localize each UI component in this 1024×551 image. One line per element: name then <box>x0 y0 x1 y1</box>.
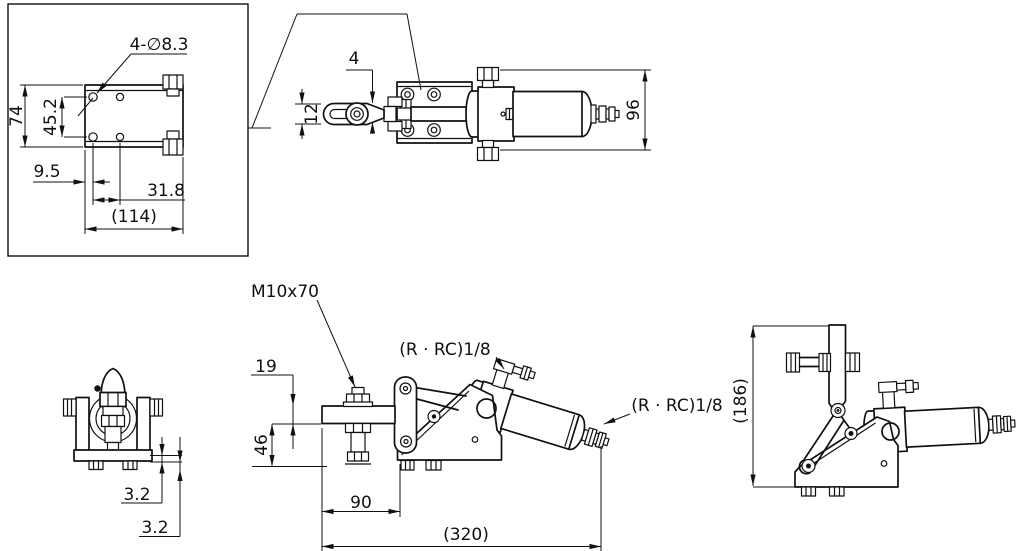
pivot-boss-front <box>476 398 497 419</box>
spindle-stack-end <box>99 391 127 456</box>
detail-view: 74 45.2 9.5 31.8 (114) <box>7 3 249 257</box>
plate-bolt-top <box>162 74 184 97</box>
end-fitting-side <box>987 415 1016 434</box>
side-bolt-right <box>149 398 164 417</box>
dim-9-5-label: 9.5 <box>33 162 60 182</box>
detail-frame <box>7 3 249 257</box>
toggle-link-front <box>393 376 418 454</box>
dim-pad-left: 3.2 <box>121 437 182 505</box>
dim-114-label: (114) <box>111 207 157 227</box>
dim-hole-offset: 9.5 <box>33 162 110 185</box>
trunnion-bolt-top <box>476 66 500 89</box>
hole-callout: 4-∅8.3 <box>77 35 189 117</box>
dim-plate-width: (114) <box>85 207 183 232</box>
air-port-end-label: (R · RC)1/8 <box>631 396 722 416</box>
dim-arm-offset: 19 <box>251 357 296 449</box>
trunnion-bolt-bottom <box>476 139 500 162</box>
air-port-end-callout: (R · RC)1/8 <box>603 396 723 425</box>
elbow-fitting-side <box>877 379 919 409</box>
air-port-top-callout: (R · RC)1/8 <box>399 340 505 370</box>
clamp-body-side <box>794 416 899 488</box>
side-plate-left <box>75 396 90 457</box>
cylinder-top <box>465 66 620 162</box>
plate-bolt-bottom <box>162 130 184 156</box>
dim-hole-pitch-h: 31.8 <box>93 181 185 203</box>
end-fitting-front <box>580 427 610 449</box>
dim-90-label: 90 <box>350 493 372 513</box>
top-view: 4 12 96 <box>295 13 651 162</box>
dim-96-label: 96 <box>624 99 644 121</box>
swivel-knob <box>345 102 369 126</box>
spindle-callout-label: M10x70 <box>251 282 319 302</box>
foot-bolts-front <box>400 459 442 471</box>
dim-open-height: (186) <box>731 325 829 488</box>
dim-74-label: 74 <box>7 105 27 127</box>
dim-320-label: (320) <box>443 525 489 545</box>
dim-46-label: 46 <box>252 434 272 456</box>
dim-4-label: 4 <box>349 49 360 69</box>
dim-hole-pitch-v: 45.2 <box>41 96 87 138</box>
dim-arm-width: 12 <box>295 89 322 139</box>
mounting-plate <box>84 84 184 148</box>
dim-base-length: 90 <box>321 428 401 551</box>
clamp-arm-front <box>321 405 396 425</box>
spindle-front <box>342 386 374 465</box>
foot-nut-left <box>88 460 104 471</box>
dim-tip-thickness: 4 <box>346 49 376 134</box>
pivot-boss-side <box>881 422 900 441</box>
foot-bolts-side <box>800 486 845 497</box>
arm-tip-end <box>100 367 126 398</box>
side-bolt-left <box>62 398 77 417</box>
end-view: 3.2 3.2 <box>62 367 183 538</box>
side-view: (186) <box>731 324 1016 497</box>
end-fitting-top <box>590 104 620 124</box>
spindle-side <box>785 352 861 373</box>
dim-19-label: 19 <box>255 357 277 377</box>
dim-spindle-reach: 46 <box>252 423 327 467</box>
dim-12-label: 12 <box>302 103 322 125</box>
piston-rod-top <box>410 106 468 122</box>
dim-31-8-label: 31.8 <box>147 181 185 201</box>
dim-overall-height-top: 96 <box>500 69 651 151</box>
clamp-arm-side <box>828 324 847 411</box>
dim-3-2-label-2: 3.2 <box>141 518 168 538</box>
base-end <box>73 449 153 462</box>
plate-hole <box>88 132 98 142</box>
clamp-arm-top <box>322 96 403 132</box>
dim-pad-right: 3.2 <box>139 437 183 538</box>
dim-overall-length: (320) <box>322 446 602 551</box>
side-plate-right <box>136 396 151 457</box>
foot-nut-right <box>122 460 138 471</box>
detail-projection-lines <box>248 13 407 129</box>
dim-45-2-label: 45.2 <box>41 98 61 136</box>
plate-hole <box>88 92 98 102</box>
elbow-fitting-front <box>491 358 536 390</box>
dim-186-label: (186) <box>731 378 751 424</box>
hole-callout-label: 4-∅8.3 <box>130 35 189 55</box>
dim-plate-height: 74 <box>7 84 83 148</box>
plate-hole <box>115 132 125 142</box>
spindle-callout: M10x70 <box>251 282 356 388</box>
plate-hole <box>115 92 125 102</box>
dim-3-2-label-1: 3.2 <box>123 485 150 505</box>
air-port-top-label: (R · RC)1/8 <box>399 340 490 360</box>
front-view: M10x70 (R · RC)1/8 (R · RC)1/8 19 46 <box>251 282 723 551</box>
